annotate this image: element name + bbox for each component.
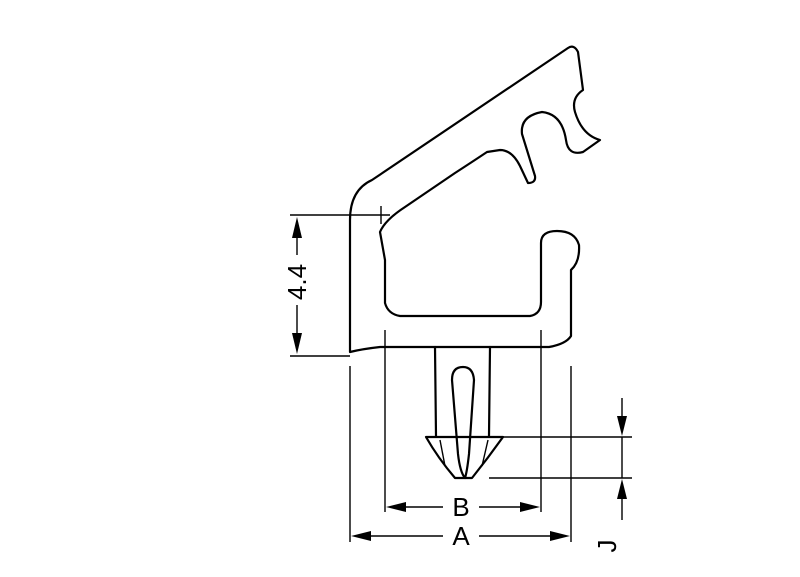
gap-j-dimension: J [489,398,632,553]
height-dimension: 4.4 [282,214,372,357]
clip-body [348,45,602,354]
width-a-label: A [452,521,470,551]
gap-j-label: J [592,540,622,553]
clip-stem [424,345,505,480]
extension-lines [349,330,572,542]
width-b-dimension: B [386,492,540,522]
width-a-dimension: A [351,521,570,551]
width-b-label: B [452,492,469,522]
bend-center-mark [372,206,390,224]
height-dimension-label: 4.4 [282,264,312,300]
clip-outline [348,45,602,480]
